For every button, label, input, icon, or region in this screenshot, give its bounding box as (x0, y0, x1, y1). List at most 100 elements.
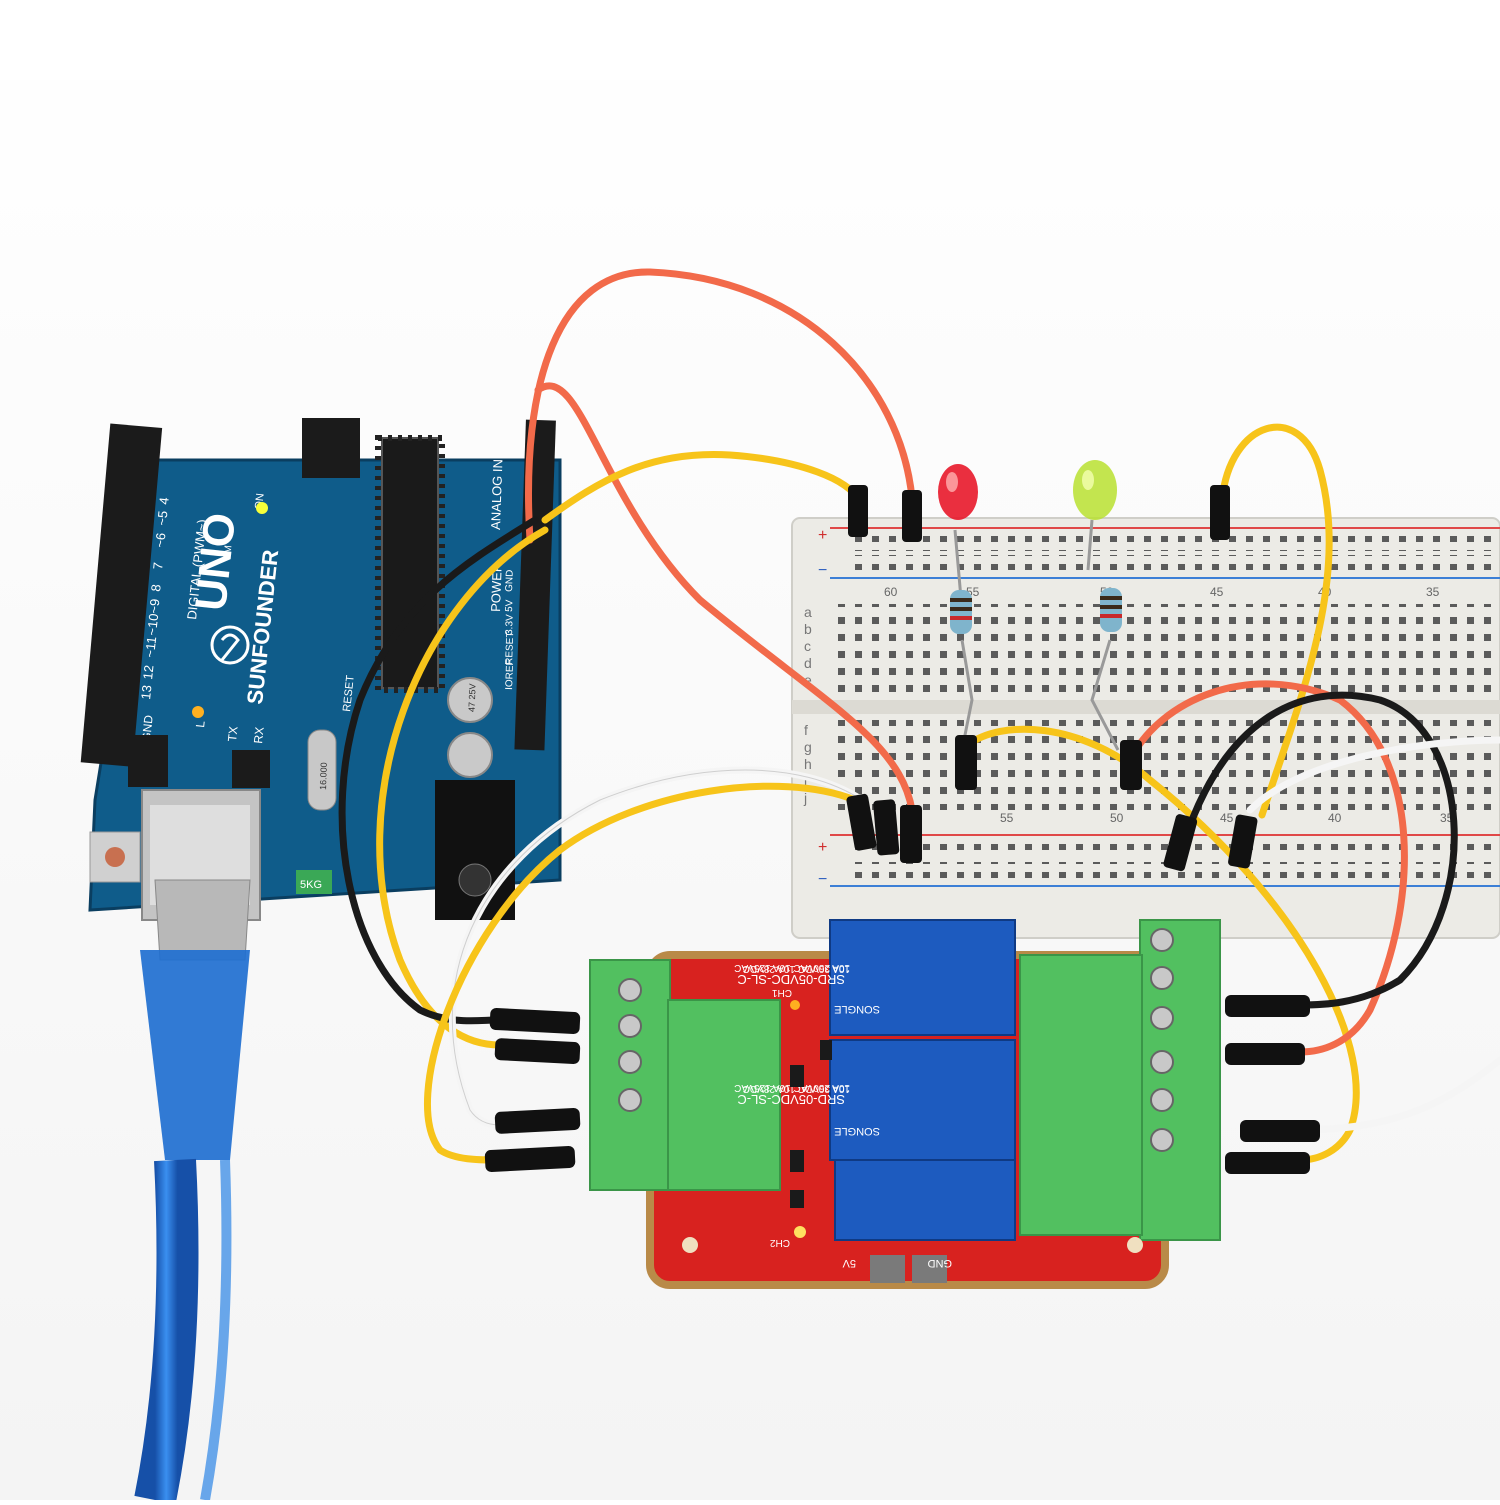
col-number: 55 (1000, 811, 1014, 825)
crystal (307, 729, 337, 811)
screw-icon[interactable] (618, 978, 642, 1002)
l-led (192, 706, 204, 718)
chip-5kg (296, 870, 332, 894)
power-label: POWER (488, 562, 505, 612)
breadboard: + − 60 55 50 45 40 35 a b c d e f g h i (791, 517, 1500, 939)
col-number: 35 (1426, 585, 1440, 599)
reset-button-cap[interactable] (105, 847, 125, 867)
connector (846, 793, 877, 851)
ch1-led (790, 1000, 800, 1010)
screw-icon[interactable] (1150, 928, 1174, 952)
green-led-leg (1086, 519, 1094, 571)
screw-icon[interactable] (1150, 1088, 1174, 1112)
tm-label: TM (222, 545, 234, 561)
power-pin-label: 3.3V (504, 614, 516, 635)
uno-label: UNO (186, 511, 245, 613)
connector (1225, 1043, 1305, 1065)
resistor-smd (820, 1040, 832, 1060)
relay-brand: SONGLE (834, 1125, 880, 1137)
analog-label: ANALOG IN (488, 459, 505, 530)
connector (900, 805, 922, 863)
gnd-pad (912, 1255, 947, 1283)
vcc-label: 5V (842, 1257, 856, 1269)
connector (955, 735, 977, 790)
chip-5kg-label: 5KG (300, 879, 322, 891)
relay-rating: 10A 250VAC 10A 125VAC (734, 1082, 850, 1093)
resistor-band (950, 616, 972, 620)
screw-icon[interactable] (1150, 1128, 1174, 1152)
connector (873, 799, 900, 856)
resistor-band (1100, 605, 1122, 609)
chip-socket (375, 435, 445, 693)
relay-model: SRD-05VDC-SL-C (737, 972, 845, 987)
ch2-led (794, 1226, 806, 1238)
usb-cable-highlight (200, 1159, 232, 1501)
relay-rating: 10A 30VDC 10A 28VDC (743, 963, 850, 974)
jumper-wires (338, 268, 1500, 1164)
pin-label: ~10 (144, 613, 161, 637)
digital-pin-labels: 13 12 ~11 ~10 ~9 8 7 ~6 ~5 4 (138, 497, 172, 701)
row-letter: d (804, 655, 812, 671)
screw-icon[interactable] (1150, 1006, 1174, 1030)
row-letter: h (804, 756, 812, 772)
bottom-column-numbers: 55 50 45 40 35 (1000, 811, 1454, 825)
screw-icon[interactable] (618, 1050, 642, 1074)
relay-2-body (834, 1159, 1016, 1241)
power-pin-label: 5V (504, 599, 515, 612)
capacitor-1 (447, 677, 493, 723)
left-screws (618, 978, 642, 1112)
col-number: 45 (1210, 585, 1224, 599)
icsp-header-2 (128, 735, 168, 787)
capacitor-label: 47 25V (467, 683, 478, 712)
power-jack-hole (458, 863, 492, 897)
bottom-rail-holes-2 (850, 862, 1500, 878)
connector (494, 1038, 581, 1065)
relay-1-text: SRD-05VDC-SL-C 10A 250VAC 10A 125VAC 10A… (734, 962, 880, 1015)
connector (1225, 1152, 1310, 1174)
screw-icon[interactable] (1150, 966, 1174, 990)
connector (484, 1145, 576, 1173)
bottom-plus-label: + (818, 839, 827, 856)
sunfounder-logo-icon (210, 625, 250, 665)
col-number: 50 (1110, 811, 1124, 825)
left-terminal-plug (667, 999, 781, 1191)
pin-label: ~5 (154, 510, 170, 526)
rx-label: RX (251, 726, 267, 744)
wire-yellow-relay-right (964, 725, 1360, 1164)
red-led-highlight (946, 472, 958, 492)
screw-icon[interactable] (618, 1088, 642, 1112)
relay-model: SRD-05VDC-SL-C (737, 1092, 845, 1107)
connector (1163, 814, 1198, 872)
connector (1225, 995, 1310, 1017)
col-number: 40 (1328, 811, 1342, 825)
row-letter: g (804, 739, 812, 755)
row-letter: i (804, 773, 807, 789)
col-number: 45 (1220, 811, 1234, 825)
on-led (256, 502, 268, 514)
icsp-header (302, 418, 360, 478)
red-led-assembly (938, 464, 978, 761)
usb-chip (232, 750, 270, 788)
power-pin-label: GND (504, 570, 516, 593)
connector (1120, 740, 1142, 790)
row-letter: f (804, 722, 808, 738)
wire-white-right (1296, 1056, 1500, 1134)
pin-label: 4 (156, 497, 172, 506)
usb-plug-metal (154, 879, 251, 961)
connector (1240, 1120, 1320, 1142)
resistor-band (950, 607, 972, 611)
connector (848, 485, 868, 537)
resistor-band (1100, 596, 1122, 600)
resistor-2 (1100, 588, 1122, 632)
wire-connectors (484, 485, 1320, 1174)
screw-icon[interactable] (1150, 1050, 1174, 1074)
pin-label: 8 (148, 584, 164, 593)
screw-icon[interactable] (618, 1014, 642, 1038)
gnd-pad-label: GND (928, 1257, 953, 1269)
green-led (1073, 460, 1117, 520)
transistor (790, 1150, 804, 1172)
top-plus-label: + (818, 527, 827, 544)
transistor (790, 1065, 804, 1087)
green-led-highlight (1082, 470, 1094, 490)
